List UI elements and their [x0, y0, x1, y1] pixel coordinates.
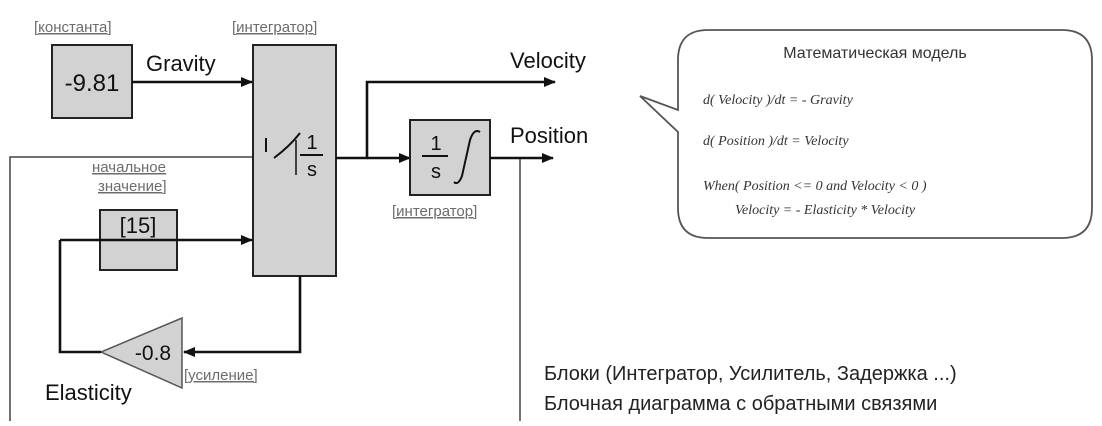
reset-icon	[265, 132, 301, 159]
note-line-1: Блоки (Интегратор, Усилитель, Задержка .…	[544, 363, 957, 385]
constant-tag: [константа]	[34, 19, 112, 36]
wire-feedback-to-gain	[183, 276, 302, 357]
integrator1-den: s	[307, 159, 317, 181]
integrator2-block[interactable]	[409, 119, 491, 196]
math-model-callout	[639, 29, 1093, 239]
initial-tag-line1: начальное	[92, 159, 166, 176]
velocity-label: Velocity	[510, 48, 586, 73]
integrator1-num: 1	[306, 132, 317, 154]
wire-velocity-out	[336, 77, 556, 160]
gravity-label: Gravity	[146, 51, 216, 76]
initial-value: [15]	[120, 213, 157, 238]
note-line-2: Блочная диаграмма с обратными связями	[544, 393, 937, 415]
integrator1-block[interactable]	[252, 44, 337, 277]
equation-2: d( Position )/dt = Velocity	[703, 134, 849, 149]
position-label: Position	[510, 123, 588, 148]
elasticity-label: Elasticity	[45, 380, 132, 405]
gain-value: -0.8	[135, 342, 171, 365]
integrator2-den: s	[431, 161, 441, 183]
equation-1: d( Velocity )/dt = - Gravity	[703, 93, 854, 108]
wire-gain-to-initial	[58, 240, 101, 354]
integrator2-tag: [интегратор]	[392, 203, 477, 220]
integral-icon	[453, 130, 481, 185]
integrator2-num: 1	[430, 133, 441, 155]
outer-frame	[9, 156, 252, 421]
integrator1-tag: [интегратор]	[232, 19, 317, 36]
equation-3: When( Position <= 0 and Velocity < 0 )	[703, 179, 927, 194]
constant-value: -9.81	[65, 70, 120, 97]
gain-block[interactable]	[99, 316, 183, 390]
callout-title: Математическая модель	[783, 45, 966, 62]
gain-tag: [усиление]	[184, 367, 258, 384]
initial-tag-line2: значение]	[98, 178, 167, 195]
equation-4: Velocity = - Elasticity * Velocity	[735, 203, 916, 218]
